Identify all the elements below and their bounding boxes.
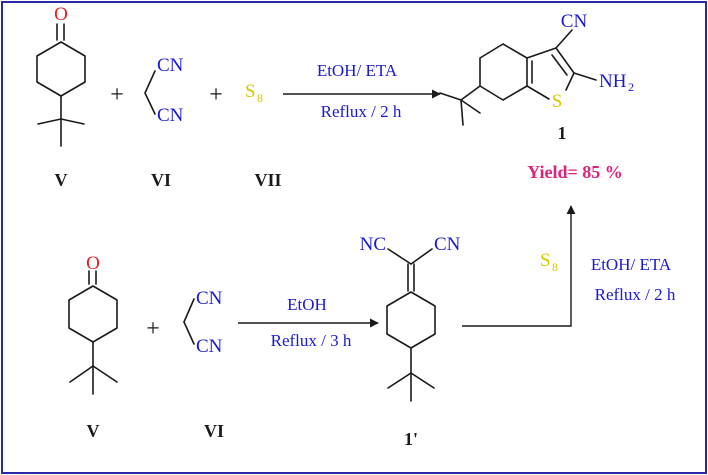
conditions-step1-below: Reflux / 3 h — [271, 331, 352, 350]
compound-v-bottom: O — [68, 253, 118, 395]
label-compound-v-bottom: V — [87, 421, 100, 441]
label-compound-vi-top: VI — [151, 170, 171, 190]
conditions-step2-line1: EtOH/ ETA — [591, 255, 672, 274]
atom-nitrile: CN — [434, 234, 461, 255]
atom-oxygen: O — [54, 4, 68, 25]
conditions-top-below: Reflux / 2 h — [321, 102, 402, 121]
atom-sulfur: S — [552, 91, 563, 112]
subscript-eight: 8 — [552, 260, 558, 274]
plus-sign: + — [110, 82, 124, 108]
label-intermediate-1-prime: 1' — [404, 429, 418, 449]
label-product-1: 1 — [558, 123, 567, 143]
product-1-structure: CN NH 2 S — [439, 11, 634, 126]
compound-vi-bottom: CN CN — [183, 288, 223, 357]
atom-nitrile: NC — [360, 234, 386, 255]
atom-sulfur: S — [540, 250, 551, 271]
yield-text: Yield= 85 % — [527, 162, 623, 182]
atom-nitrile: CN — [157, 105, 184, 126]
label-compound-v-top: V — [55, 170, 68, 190]
label-compound-vi-bottom: VI — [204, 421, 224, 441]
conditions-step1-above: EtOH — [287, 295, 327, 314]
compound-v-top: O — [36, 4, 86, 147]
atom-nitrile: CN — [196, 288, 223, 309]
compound-vi-top: CN CN — [144, 55, 184, 126]
atom-nitrile: CN — [196, 336, 223, 357]
atom-amino-group: NH — [599, 71, 627, 92]
atom-nitrile: CN — [561, 11, 588, 32]
plus-sign: + — [209, 82, 223, 108]
atom-nitrile: CN — [157, 55, 184, 76]
label-compound-vii: VII — [254, 170, 281, 190]
plus-sign: + — [146, 316, 160, 342]
sulfur-reagent-top: S 8 — [245, 81, 263, 105]
subscript-two: 2 — [628, 80, 634, 94]
reaction-arrow-step2 — [462, 205, 576, 327]
sulfur-reagent-bottom: S 8 — [540, 250, 558, 274]
subscript-eight: 8 — [257, 91, 263, 105]
atom-oxygen: O — [86, 253, 100, 274]
conditions-step2-line2: Reflux / 2 h — [595, 285, 676, 304]
atom-sulfur: S — [245, 81, 256, 102]
conditions-top-above: EtOH/ ETA — [317, 61, 398, 80]
intermediate-1-prime: NC CN — [360, 234, 461, 402]
